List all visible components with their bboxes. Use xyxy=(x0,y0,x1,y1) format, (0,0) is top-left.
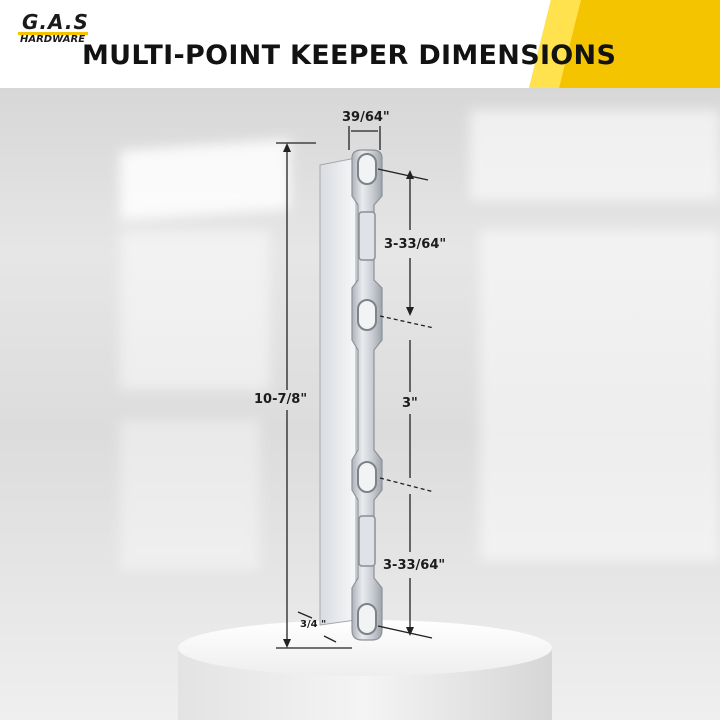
keeper-slot xyxy=(357,299,377,331)
dimension-lower-spacing-label: 3-33/64" xyxy=(383,558,446,573)
window-light xyxy=(120,420,260,570)
dimension-width-label: 39/64" xyxy=(342,110,390,125)
window-light xyxy=(470,110,720,200)
dimension-length-label: 10-7/8" xyxy=(254,392,308,407)
keeper-strike-window xyxy=(358,515,376,567)
keeper-flange xyxy=(319,157,357,626)
header-banner: G.A.S HARDWARE MULTI-POINT KEEPER DIMENS… xyxy=(0,0,720,88)
dimension-middle-spacing-label: 3" xyxy=(402,396,418,411)
logo-subtext: HARDWARE xyxy=(20,34,86,45)
dimension-line-spacing xyxy=(379,340,435,493)
dimension-flange-label: 3/4 " xyxy=(300,619,327,630)
dimension-line-spacing xyxy=(377,168,435,329)
dimension-upper-spacing-label: 3-33/64" xyxy=(384,237,447,252)
dimension-line-length xyxy=(276,142,352,649)
keeper-slot xyxy=(357,603,377,635)
page-title: MULTI-POINT KEEPER DIMENSIONS xyxy=(82,40,617,71)
keeper-slot xyxy=(357,461,377,493)
dimension-line-width xyxy=(348,126,381,150)
keeper-slot xyxy=(357,153,377,185)
display-pedestal xyxy=(178,620,552,720)
dimension-line-flange xyxy=(297,611,337,643)
keeper-strike-window xyxy=(358,211,376,261)
window-light xyxy=(480,230,720,560)
brand-logo: G.A.S HARDWARE xyxy=(18,8,98,52)
dimension-line-spacing xyxy=(377,494,433,639)
logo-swoosh xyxy=(18,32,88,35)
logo-text: G.A.S xyxy=(22,10,89,34)
window-light xyxy=(120,230,270,390)
